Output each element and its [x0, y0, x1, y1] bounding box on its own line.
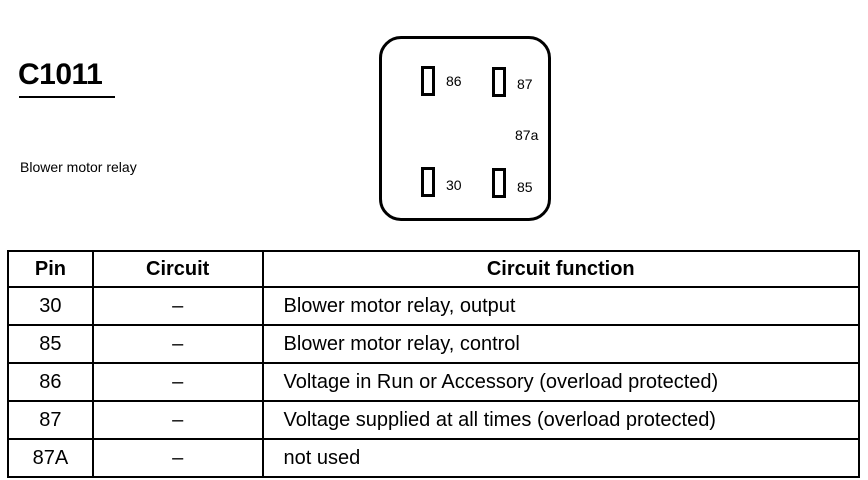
cell-function: Voltage supplied at all times (overload … [261, 400, 860, 440]
title-underline [19, 96, 115, 98]
cell-pin: 87 [7, 400, 94, 440]
header-circuit-function: Circuit function [261, 250, 860, 288]
cell-circuit: – [91, 286, 264, 326]
pin-label-85: 85 [517, 179, 533, 195]
pin-label-87: 87 [517, 76, 533, 92]
cell-function: not used [261, 438, 860, 478]
pin-cavity-86 [421, 66, 435, 96]
pin-table: Pin Circuit Circuit function 30 – Blower… [7, 250, 860, 478]
connector-description: Blower motor relay [20, 159, 137, 175]
table-header-row: Pin Circuit Circuit function [7, 250, 860, 288]
pin-cavity-30 [421, 167, 435, 197]
cell-circuit: – [91, 400, 264, 440]
cell-circuit: – [91, 324, 264, 364]
pin-label-86: 86 [446, 73, 462, 89]
header-circuit: Circuit [91, 250, 264, 288]
cell-function: Voltage in Run or Accessory (overload pr… [261, 362, 860, 402]
cell-function: Blower motor relay, control [261, 324, 860, 364]
connector-face-diagram: 86 87 87a 30 85 [379, 36, 551, 221]
connector-id-title: C1011 [18, 58, 103, 91]
cell-pin: 30 [7, 286, 94, 326]
table-row: 86 – Voltage in Run or Accessory (overlo… [7, 362, 860, 402]
header-pin: Pin [7, 250, 94, 288]
table-row: 30 – Blower motor relay, output [7, 286, 860, 326]
pin-label-30: 30 [446, 177, 462, 193]
cell-circuit: – [91, 438, 264, 478]
cell-pin: 85 [7, 324, 94, 364]
cell-pin: 87A [7, 438, 94, 478]
cell-circuit: – [91, 362, 264, 402]
table-row: 85 – Blower motor relay, control [7, 324, 860, 364]
cell-function: Blower motor relay, output [261, 286, 860, 326]
pin-cavity-85 [492, 168, 506, 198]
pin-cavity-87 [492, 67, 506, 97]
table-row: 87 – Voltage supplied at all times (over… [7, 400, 860, 440]
pin-label-87a: 87a [515, 127, 539, 143]
cell-pin: 86 [7, 362, 94, 402]
table-row: 87A – not used [7, 438, 860, 478]
